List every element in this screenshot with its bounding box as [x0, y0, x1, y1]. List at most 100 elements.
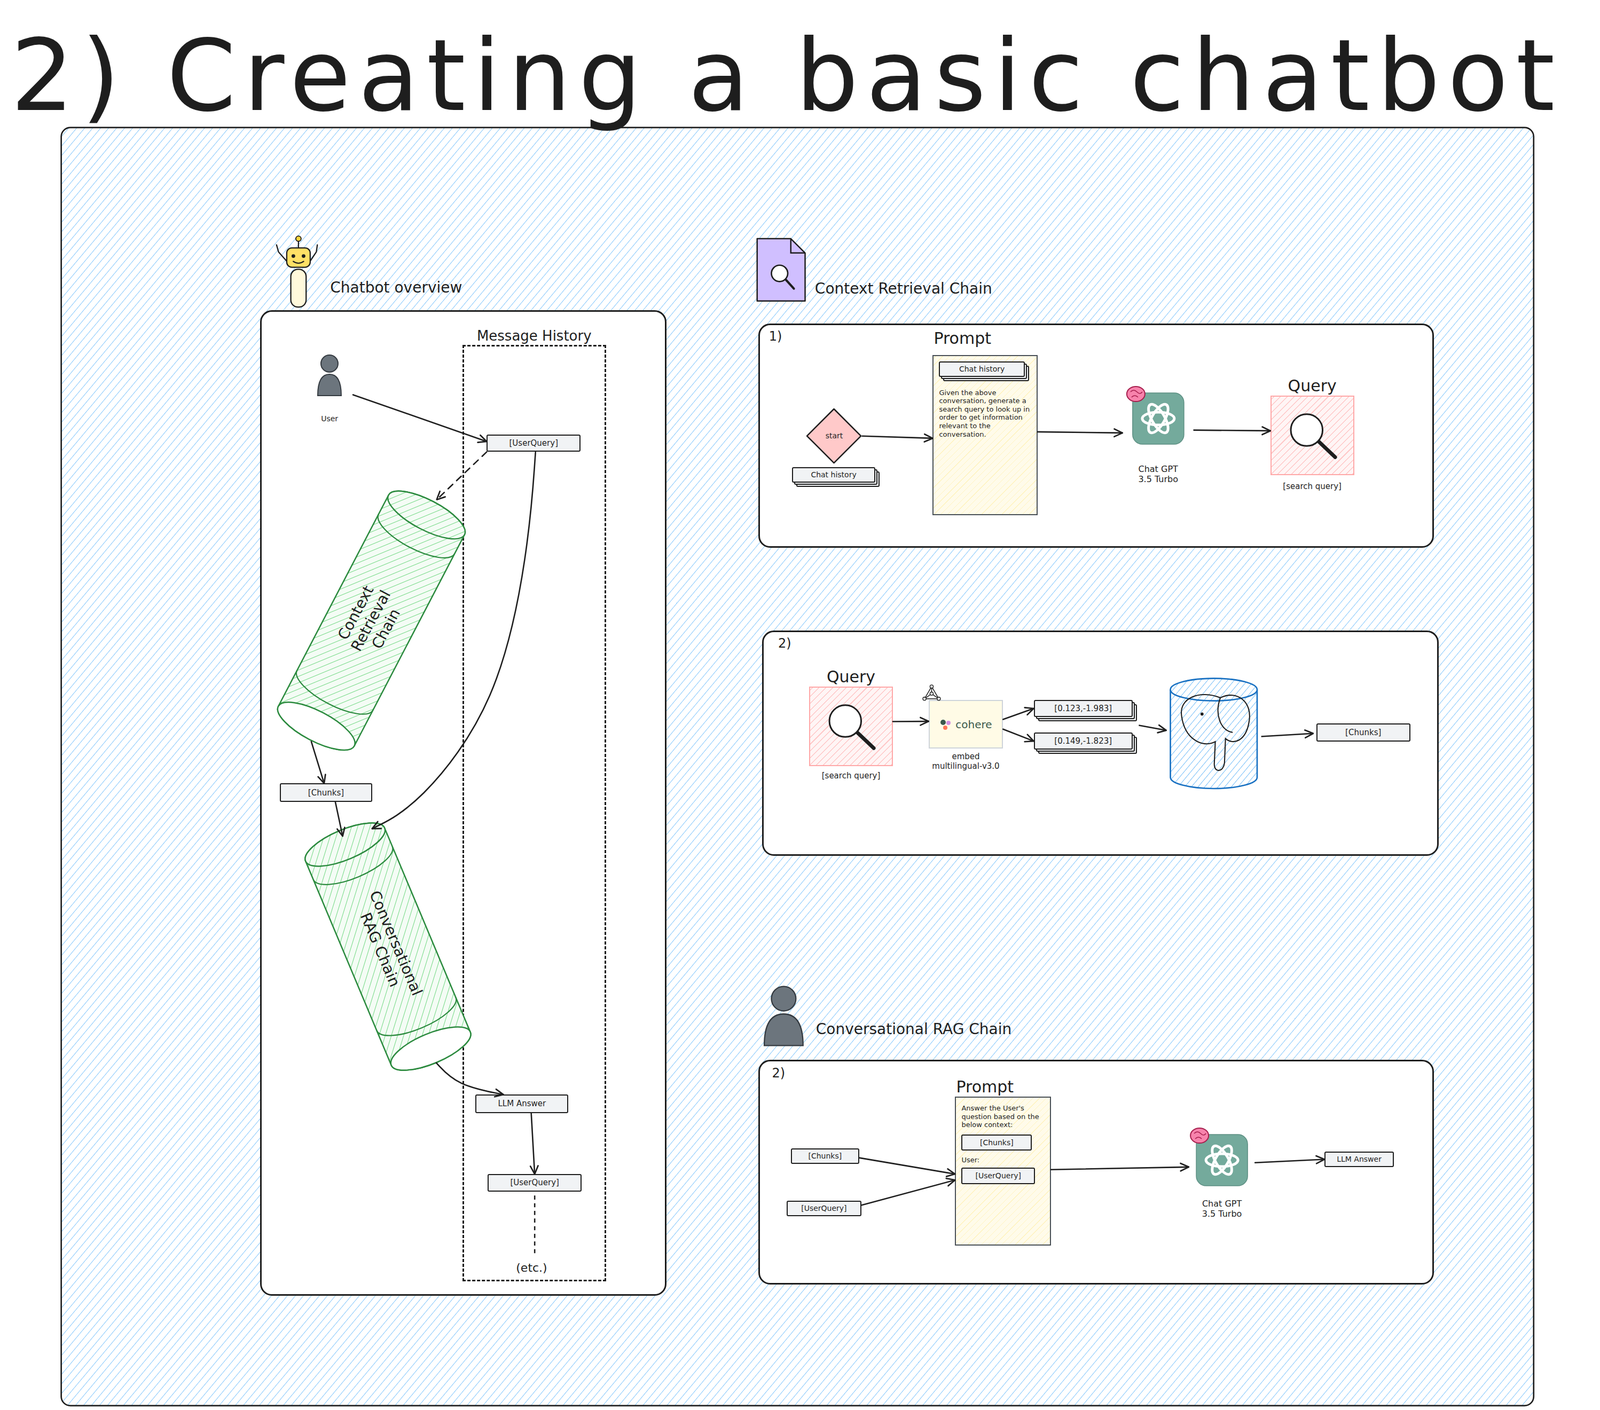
step-number: 1) [769, 328, 783, 345]
heading-label: Context Retrieval Chain [814, 279, 993, 298]
network-icon-part [924, 698, 939, 700]
connector-arrow [862, 436, 933, 439]
user-icon [306, 351, 354, 397]
magnifier-icon-part [829, 705, 862, 738]
text-holder: (etc.) [515, 1261, 547, 1276]
text-holder: Message History [476, 327, 592, 345]
robot-icon-part [276, 245, 287, 262]
llm-icon-part-part [1142, 412, 1175, 426]
connector-arrow [353, 394, 487, 442]
postgres-database [1170, 678, 1258, 789]
caption-label: [search query] [821, 771, 881, 781]
llm-icon-part-part [1205, 1154, 1238, 1167]
outer-frame-group [61, 127, 1534, 1407]
connector-arrow [892, 720, 929, 723]
llm-icon-part-part [1130, 390, 1143, 398]
robot-icon-part [291, 269, 307, 308]
text-holder: Query [826, 667, 876, 687]
section-panel: Conversational RAG Chain2)[Chunks][UserQ… [758, 1060, 1434, 1285]
connector-arrow [1002, 708, 1034, 720]
box-label: [0.149,-1.823] [1054, 736, 1112, 747]
box-label: cohere [955, 718, 992, 732]
search-document-icon-part [771, 265, 788, 282]
llm-icon-part-part [1126, 386, 1145, 402]
llm-icon-part [1205, 1143, 1238, 1178]
data-tag: LLM Answer [475, 1094, 569, 1113]
connector-arrow [859, 1158, 956, 1175]
network-icon-part [929, 692, 933, 696]
cylinder-shape-part [299, 814, 476, 1080]
user-node: User [306, 351, 354, 424]
llm-icon-part-part [1208, 1143, 1236, 1178]
heading-label: Query [826, 667, 876, 687]
step-number: 2) [778, 636, 792, 652]
llm-icon-part-part [1144, 401, 1172, 436]
llm-icon [1188, 1132, 1256, 1189]
network-icon-part [924, 686, 932, 700]
section-panel: Context Retrieval Chain1)startChat histo… [758, 323, 1434, 548]
person-icon-part [771, 986, 796, 1012]
decorations [276, 236, 1314, 1254]
magnifier-icon [810, 687, 894, 768]
box-label: [Chunks] [979, 1138, 1014, 1148]
cohere-logo-part [940, 719, 946, 726]
diagram-title: 2) Creating a basic chatbot [10, 16, 1563, 136]
data-tag: [UserQuery] [961, 1167, 1035, 1185]
network-icon-part [931, 686, 939, 700]
box-label: [Chunks] [308, 788, 344, 798]
cylinder-shape-part-part [299, 814, 476, 1080]
note-text: User: [961, 1156, 980, 1165]
start-diamond: start [805, 408, 862, 465]
caption-label: embed multilingual-v3.0 [925, 751, 1006, 772]
connector-arrow [436, 1063, 504, 1095]
heading-label: Query [1288, 376, 1337, 396]
connector-arrow [311, 741, 325, 784]
person-icon-part [764, 1014, 804, 1046]
magnifier-icon-part [856, 731, 874, 749]
cohere-logo-part [943, 725, 948, 731]
data-tag: [Chunks] [1316, 723, 1411, 742]
network-icon-part [937, 697, 941, 701]
heading-label: Message History [476, 327, 592, 345]
section-panel: 2)Query[search query]cohereembed multili… [762, 630, 1439, 857]
text-holder: 2) [778, 636, 792, 652]
box-label: [Chunks] [808, 1151, 842, 1162]
icon-caption: User [320, 414, 339, 424]
heading-label: Prompt [933, 328, 992, 349]
box-label: [UserQuery] [975, 1171, 1022, 1181]
connectors [311, 394, 1325, 1206]
cylinder-shape-part-part [299, 814, 391, 876]
note-text: Answer the User's question based on the … [961, 1104, 1045, 1130]
robot-icon-part [291, 254, 296, 258]
diamond-shape-part [806, 409, 861, 464]
data-tag: LLM Answer [1324, 1151, 1394, 1168]
text-holder: Context Retrieval Chain [814, 279, 993, 298]
data-tag: [Chunks] [961, 1134, 1032, 1152]
step-number: 2) [772, 1065, 786, 1082]
llm-model-node: Chat GPT 3.5 Turbo [1122, 390, 1195, 485]
robot-icon [276, 236, 318, 308]
query-box: Query[search query] [809, 686, 893, 767]
icon-caption: Chat GPT 3.5 Turbo [1132, 464, 1184, 485]
text-holder: 1) [769, 328, 783, 345]
network-icon-part [931, 693, 939, 700]
postgres-database-part [1181, 694, 1250, 771]
data-tag: [Chunks] [790, 1148, 860, 1165]
llm-model-node: Chat GPT 3.5 Turbo [1188, 1132, 1256, 1220]
box-label: [Chunks] [1345, 727, 1382, 738]
text-holder: Chatbot overview [330, 278, 462, 297]
user-icon-part [320, 355, 339, 373]
llm-icon-part [1190, 1128, 1209, 1144]
data-tag: [UserQuery] [487, 1174, 582, 1192]
magnifier-icon [1271, 396, 1356, 477]
connector-arrow [1051, 1167, 1189, 1171]
network-icon-part [922, 697, 927, 701]
cylinder-shape-part-part [271, 693, 362, 760]
box-label: LLM Answer [497, 1099, 546, 1109]
text-holder: [search query] [821, 771, 881, 781]
text-holder: Prompt [955, 1077, 1014, 1097]
vector-to-db-arrow [1138, 725, 1167, 732]
connector-arrow [1194, 430, 1271, 431]
